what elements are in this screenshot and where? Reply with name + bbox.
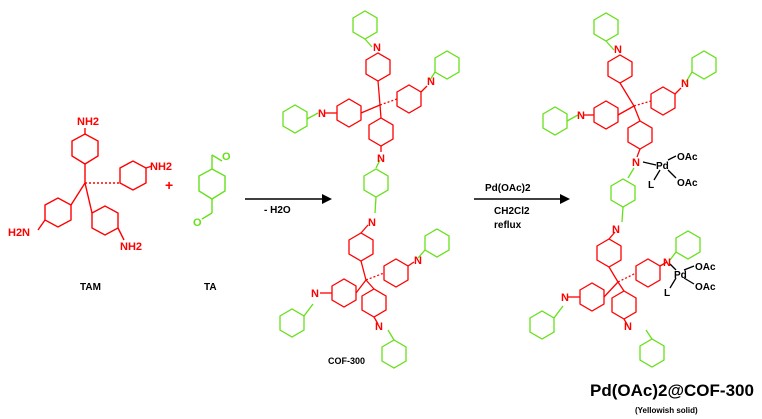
product-label: Pd(OAc)2@COF-300 xyxy=(590,381,754,400)
tam-h2n-left: H2N xyxy=(8,227,30,239)
cof-imine-n-6: N xyxy=(414,255,422,267)
cof-300-structure xyxy=(279,10,460,369)
pd-atom-1: Pd xyxy=(656,161,669,172)
pdcof-imine-n-4: N xyxy=(632,157,640,169)
l-ligand-2: L xyxy=(664,288,670,299)
step2-condition: reflux xyxy=(494,220,522,231)
cof-imine-n-3: N xyxy=(318,108,326,120)
oac-ligand-1b: OAc xyxy=(677,178,698,189)
pdcof-imine-n-1: N xyxy=(614,44,622,56)
step2-reagent: Pd(OAc)2 xyxy=(485,183,531,194)
product-state-label: (Yellowish solid) xyxy=(635,406,698,415)
step1-condition: - H2O xyxy=(264,205,291,216)
cof-imine-n-5: N xyxy=(368,217,376,229)
cof-imine-n-4: N xyxy=(377,153,385,165)
step2-solvent: CH2Cl2 xyxy=(494,206,530,217)
pdcof-imine-n-5: N xyxy=(612,224,620,236)
tam-ring-bottom xyxy=(91,205,119,236)
oac-ligand-2a: OAc xyxy=(695,262,716,273)
ta-oxygen-top: O xyxy=(222,151,231,163)
oac-ligand-2b: OAc xyxy=(695,282,716,293)
oac-ligand-1a: OAc xyxy=(677,152,698,163)
pdcof-imine-n-2: N xyxy=(681,78,689,90)
cof-300-label: COF-300 xyxy=(328,356,365,366)
tam-ring-right xyxy=(119,160,147,191)
tam-molecule xyxy=(37,128,153,241)
ta-molecule xyxy=(198,154,226,220)
ta-label: TA xyxy=(204,282,217,293)
arrow-1-head xyxy=(322,194,332,204)
arrow-2-head xyxy=(560,194,570,204)
tam-nh2-top: NH2 xyxy=(77,116,99,128)
plus-sign: + xyxy=(165,177,173,193)
tam-ring-left xyxy=(44,197,72,228)
pdcof-imine-n-8: N xyxy=(624,321,632,333)
cof-imine-n-2: N xyxy=(427,76,435,88)
tam-label: TAM xyxy=(80,282,101,293)
pdcof-imine-n-7: N xyxy=(561,292,569,304)
ta-oxygen-bottom: O xyxy=(193,217,202,229)
pdcof-imine-n-3: N xyxy=(577,110,585,122)
ta-ring xyxy=(198,168,226,200)
cof-imine-n-8: N xyxy=(375,321,383,333)
pd-cof-structure xyxy=(529,12,717,368)
tam-nh2-bottom: NH2 xyxy=(120,241,142,253)
tam-ring-top xyxy=(71,133,99,165)
pd-atom-2: Pd xyxy=(674,270,687,281)
pdcof-imine-n-6: N xyxy=(663,257,671,269)
tam-nh2-right: NH2 xyxy=(150,161,172,173)
l-ligand-1: L xyxy=(648,180,654,191)
cof-imine-n-7: N xyxy=(311,288,319,300)
cof-imine-n-1: N xyxy=(373,42,381,54)
